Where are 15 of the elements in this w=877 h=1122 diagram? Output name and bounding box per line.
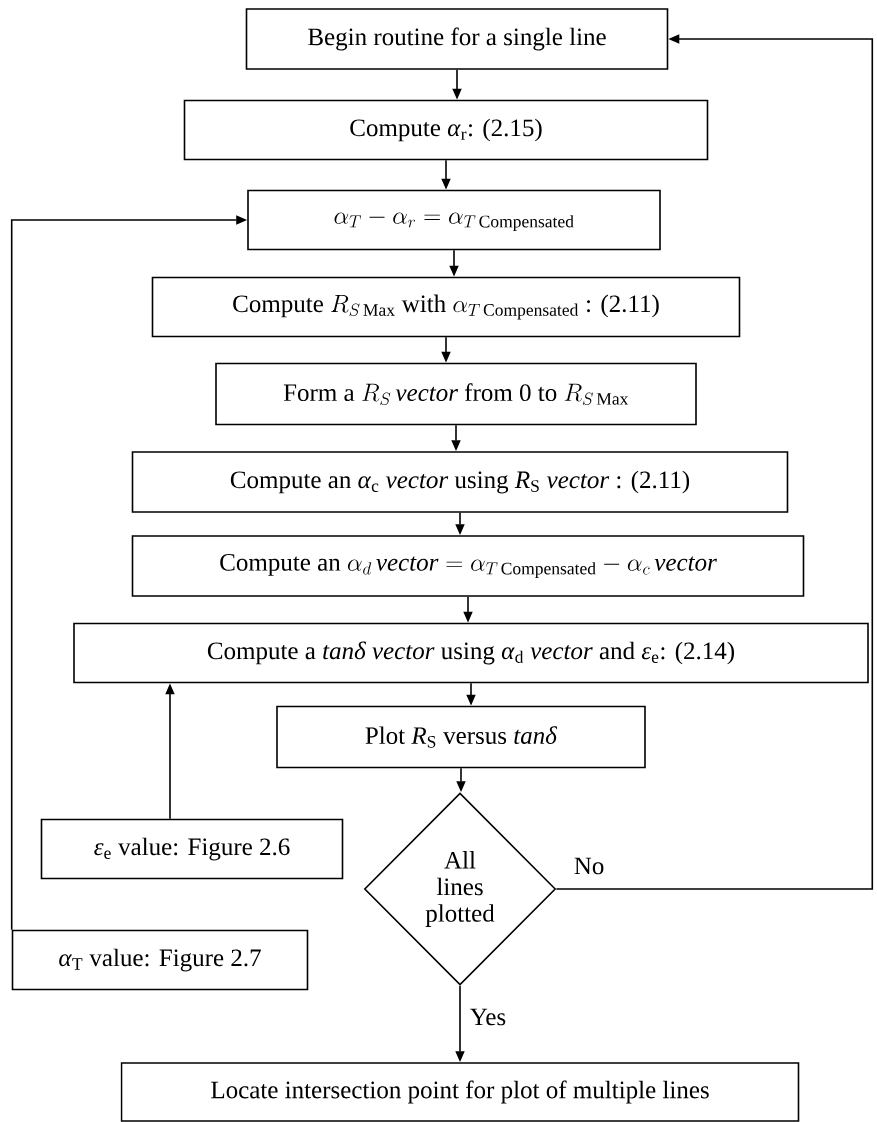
process-box: $\mbox{Form a } R_{S}\, \textit{vector} \mbox{ from 0 to } R_{S\,\mathrm{Max}}$ bbox=[215, 362, 697, 426]
process-box: $\mbox{Compute an } \alpha_{d}\, \textit{vector} = \alpha_{T\,\mathrm{Compensated}} - \alpha_{c}\, \textit{vector}$ bbox=[131, 535, 805, 597]
arrow bbox=[555, 34, 874, 890]
process-box: Begin routine for a single line bbox=[245, 8, 669, 70]
process-box: Compute α$_{r}$: (2.15) bbox=[183, 99, 709, 161]
edge-label: Yes bbox=[468, 1007, 508, 1027]
process-box: Compute an α$_{c}$ vector using R$_{S}$ vector : (2.11) bbox=[131, 451, 789, 513]
process-box: $\alpha_{T} - \alpha_{r} = \alpha_{T\,\mathrm{Compensated}}$ bbox=[247, 189, 661, 251]
process-box: Compute a tanδ vector using α$_{d}$ vector and ε$_{e}$: (2.14) bbox=[73, 622, 869, 684]
process-box: $\mbox{Compute } R_{S\,\mathrm{Max}} \mbox{ with } \alpha_{T\,\mathrm{Compensated}} \mbox{ : (2.11)}$ bbox=[151, 276, 741, 338]
process-box: Plot R$_{S}$ versus tanδ bbox=[276, 705, 646, 769]
process-box: Locate intersection point for plot of multiple lines bbox=[120, 1062, 800, 1122]
edge-label: No bbox=[572, 856, 606, 876]
input-box: α$_{T}$ value: Figure 2.7 bbox=[11, 929, 309, 991]
input-box: ε$_{e}$ value: Figure 2.6 bbox=[40, 818, 344, 880]
